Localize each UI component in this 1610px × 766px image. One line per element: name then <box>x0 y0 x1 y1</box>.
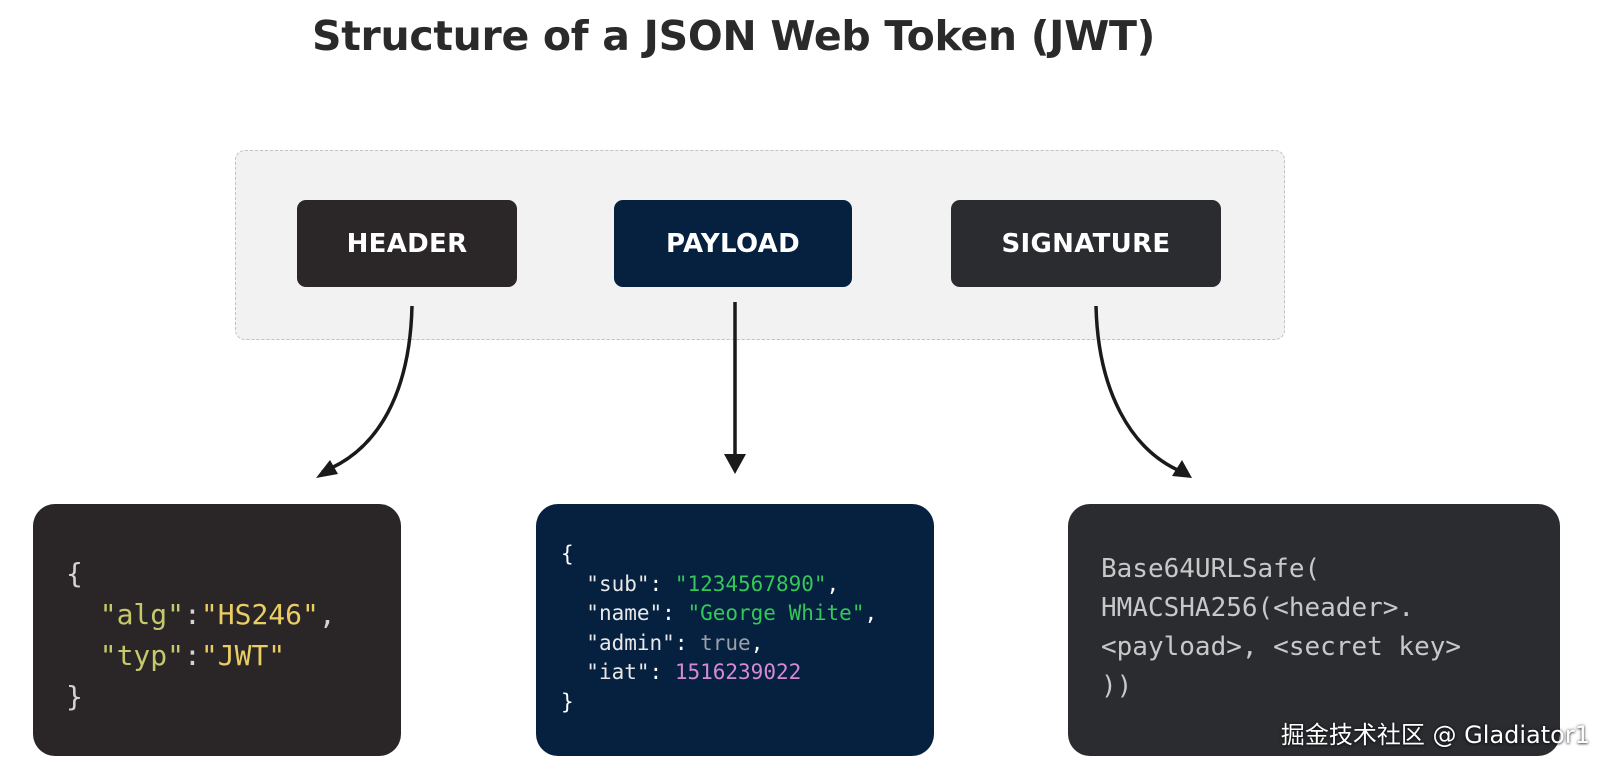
name-key: "name" <box>586 601 663 625</box>
payload-arrow-head <box>724 454 746 474</box>
admin-value: true <box>700 630 751 655</box>
alg-value: "HS246" <box>200 598 319 631</box>
payload-code-block: { "sub": "1234567890", "name": "George W… <box>536 504 934 756</box>
sub-key: "sub" <box>586 571 650 596</box>
signature-code-block: Base64URLSafe( HMACSHA256(<header>. <paylo… <box>1068 504 1560 756</box>
signature-line-3: <payload>, <secret key> <box>1101 632 1462 662</box>
name-value: "George White" <box>687 601 865 625</box>
header-arrow-head <box>316 460 338 478</box>
signature-arrow-head <box>1172 460 1192 478</box>
header-part-box: HEADER <box>297 200 517 287</box>
alg-key: "alg" <box>99 598 185 631</box>
header-arrow <box>321 305 414 474</box>
header-code-alg-line: "alg":"HS246", <box>99 598 336 631</box>
signature-line-1: Base64URLSafe( <box>1101 554 1321 584</box>
admin-key: "admin" <box>586 630 675 655</box>
payload-code-open: { <box>561 542 574 566</box>
sub-value: "1234567890" <box>674 571 827 596</box>
payload-sub-line: "sub": "1234567890", <box>586 571 840 596</box>
typ-value: "JWT" <box>200 639 286 672</box>
signature-line-2: HMACSHA256(<header>. <box>1101 593 1415 623</box>
payload-iat-line: "iat": 1516239022 <box>586 660 802 684</box>
payload-part-box: PAYLOAD <box>614 200 852 287</box>
header-code-open: { <box>66 557 83 590</box>
header-part-label: HEADER <box>346 228 468 259</box>
diagram-title: Structure of a JSON Web Token (JWT) <box>312 12 1156 60</box>
payload-admin-line: "admin": true, <box>586 630 764 655</box>
header-code-typ-line: "typ":"JWT" <box>99 639 286 672</box>
iat-key: "iat" <box>586 660 650 684</box>
signature-part-label: SIGNATURE <box>1001 228 1171 259</box>
signature-arrow <box>1094 305 1183 474</box>
iat-value: 1516239022 <box>674 660 802 684</box>
payload-part-label: PAYLOAD <box>666 228 800 259</box>
header-code-block: { "alg":"HS246", "typ":"JWT"} <box>33 504 401 756</box>
signature-line-4: )) <box>1101 671 1133 701</box>
header-code-close: } <box>66 680 83 713</box>
typ-key: "typ" <box>99 639 185 672</box>
payload-name-line: "name": "George White", <box>586 601 878 625</box>
payload-code-close: } <box>561 689 574 714</box>
signature-part-box: SIGNATURE <box>951 200 1221 287</box>
watermark: 掘金技术社区 @ Gladiator1 <box>1280 721 1590 749</box>
